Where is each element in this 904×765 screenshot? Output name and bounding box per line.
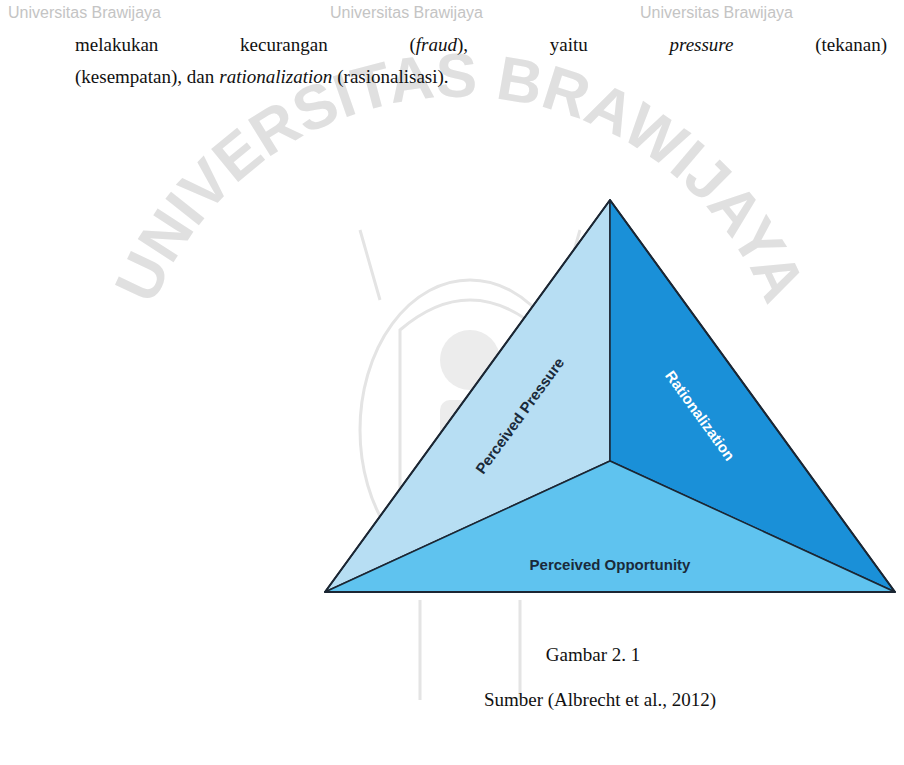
body-text: ), <box>457 34 468 56</box>
word-group: pressure <box>669 34 733 56</box>
body-text: pressure <box>669 34 733 56</box>
text-anchor: Perceived Opportunity <box>610 564 771 582</box>
body-text: melakukan <box>75 34 158 56</box>
body-text: ( <box>409 34 415 56</box>
body-text: rationalization <box>219 66 332 88</box>
watermark-text: Universitas Brawijaya <box>330 4 483 22</box>
watermark-text: Universitas Brawijaya <box>8 4 161 22</box>
watermark-text: Universitas Brawijaya <box>640 4 793 22</box>
region-label: Perceived Opportunity <box>530 556 691 573</box>
word-group: kecurangan <box>240 34 328 56</box>
watermark-text: Universitas Brawijaya <box>8 4 161 22</box>
text-anchor: Rationalization <box>700 415 807 433</box>
body-text: fraud <box>416 34 457 56</box>
caption-box: Gambar 2. 1 <box>0 644 904 666</box>
word-group: (fraud), <box>409 34 468 56</box>
watermark-text: Universitas Brawijaya <box>640 4 793 22</box>
body-text: (tekanan) <box>815 34 887 56</box>
text-line: (kesempatan), danrationalization(rasiona… <box>75 66 449 88</box>
source-note: Sumber (Albrecht et al., 2012) <box>484 689 716 711</box>
opportunity-face: Perceived Opportunity <box>325 461 895 592</box>
text-line: melakukan kecurangan (fraud), yaitu pressure… <box>75 34 887 56</box>
triangle-outline <box>325 200 895 592</box>
word-group: yaitu <box>550 34 588 56</box>
figure-caption: Gambar 2. 1 <box>546 644 640 666</box>
watermark-text: Universitas Brawijaya <box>330 4 483 22</box>
body-text: kecurangan <box>240 34 328 56</box>
body-text: (rasionalisasi). <box>337 66 448 88</box>
word-group: melakukan <box>75 34 158 56</box>
body-text: (kesempatan), dan <box>75 66 214 88</box>
region-polygon <box>325 461 895 592</box>
source-box: Sumber (Albrecht et al., 2012) <box>0 689 904 711</box>
body-text: yaitu <box>550 34 588 56</box>
word-group: (tekanan) <box>815 34 887 56</box>
